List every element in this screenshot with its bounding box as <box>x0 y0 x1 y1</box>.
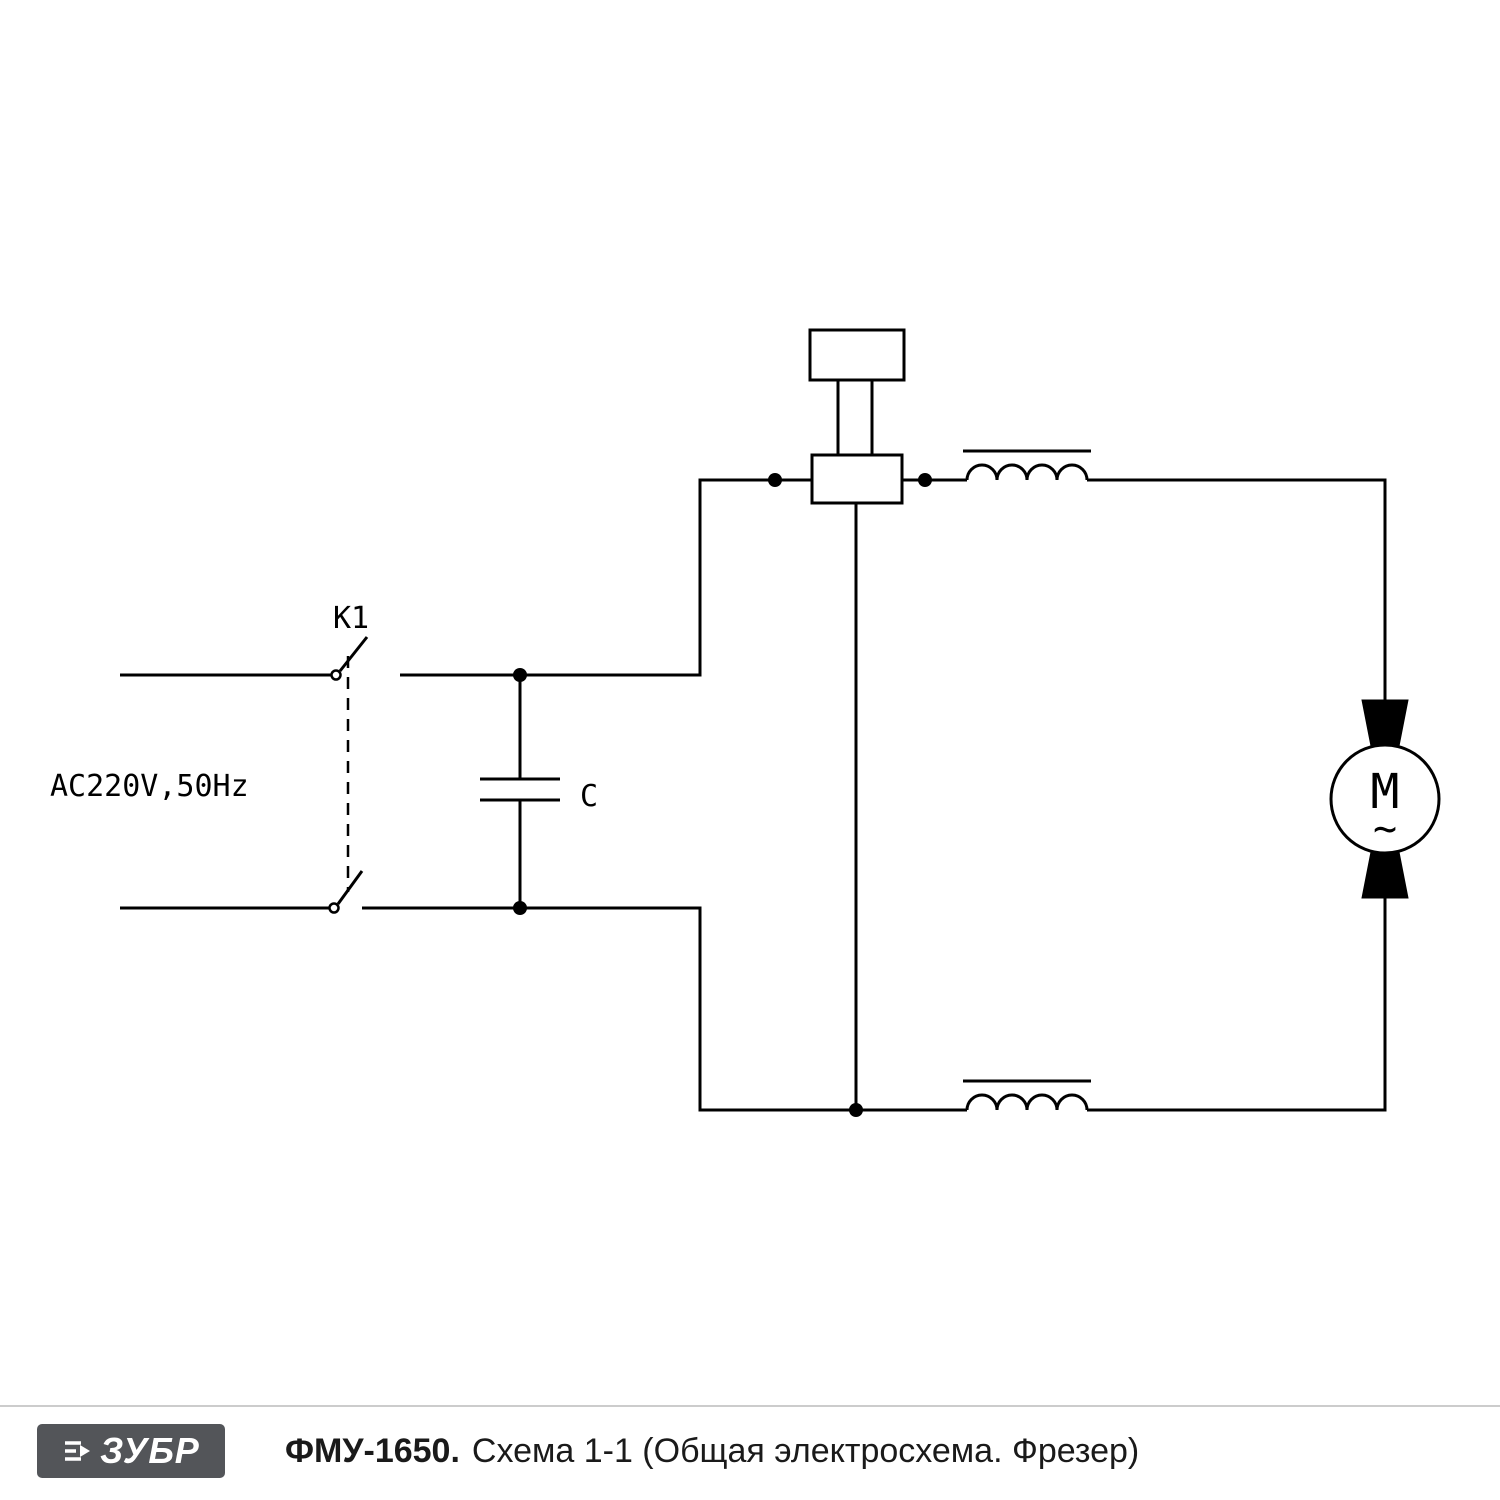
motor-ac-symbol: ~ <box>1373 806 1397 852</box>
motor-brush-bottom <box>1361 851 1409 899</box>
junction-dot <box>918 473 932 487</box>
junction-dot <box>768 473 782 487</box>
zubr-logo-icon <box>62 1436 92 1466</box>
motor: M ~ <box>1329 699 1441 899</box>
diagram-caption: ФМУ-1650. Схема 1-1 (Общая электросхема. … <box>285 1432 1139 1471</box>
junction-dot <box>849 1103 863 1117</box>
wire-top-to-motor <box>1087 478 1387 700</box>
inductor-top <box>963 449 1091 481</box>
inductor-bottom-coil <box>965 1093 1089 1111</box>
motor-circle <box>1329 743 1441 855</box>
caption-text: Схема 1-1 (Общая электросхема. Фрезер) <box>471 1431 1140 1470</box>
capacitor-label: C <box>580 779 598 814</box>
footer: ЗУБР ФМУ-1650. Схема 1-1 (Общая электросх… <box>37 1424 1139 1478</box>
switch-contact-top <box>330 669 342 681</box>
brand-name: ЗУБР <box>100 1430 200 1471</box>
capacitor: C <box>480 675 598 908</box>
switch-label: K1 <box>333 601 369 636</box>
source-wires: AC220V,50Hz <box>50 673 331 910</box>
switch-blade-bottom <box>336 870 364 905</box>
junction-dot <box>513 901 527 915</box>
junction-dots <box>513 473 932 1117</box>
switch-blade-top <box>338 636 369 672</box>
main-wires <box>362 478 1387 1112</box>
wire-bottom-to-motor <box>1087 898 1387 1112</box>
zubr-logo: ЗУБР <box>37 1424 225 1478</box>
switch-k1: K1 <box>328 601 369 914</box>
model-number: ФМУ-1650. <box>285 1431 460 1470</box>
speed-regulator <box>808 328 906 505</box>
wire-bottom-run <box>362 906 967 1112</box>
wire-top-run <box>400 478 812 677</box>
motor-brush-top <box>1361 699 1409 747</box>
inductor-bottom <box>963 1079 1091 1111</box>
source-voltage-label: AC220V,50Hz <box>50 769 249 804</box>
inductor-top-coil <box>965 463 1089 481</box>
regulator-knob-block <box>808 328 906 382</box>
motor-label: M <box>1371 764 1400 820</box>
footer-separator <box>0 1405 1500 1407</box>
switch-contact-bottom <box>328 902 340 914</box>
junction-dot <box>513 668 527 682</box>
regulator-body <box>810 453 904 505</box>
